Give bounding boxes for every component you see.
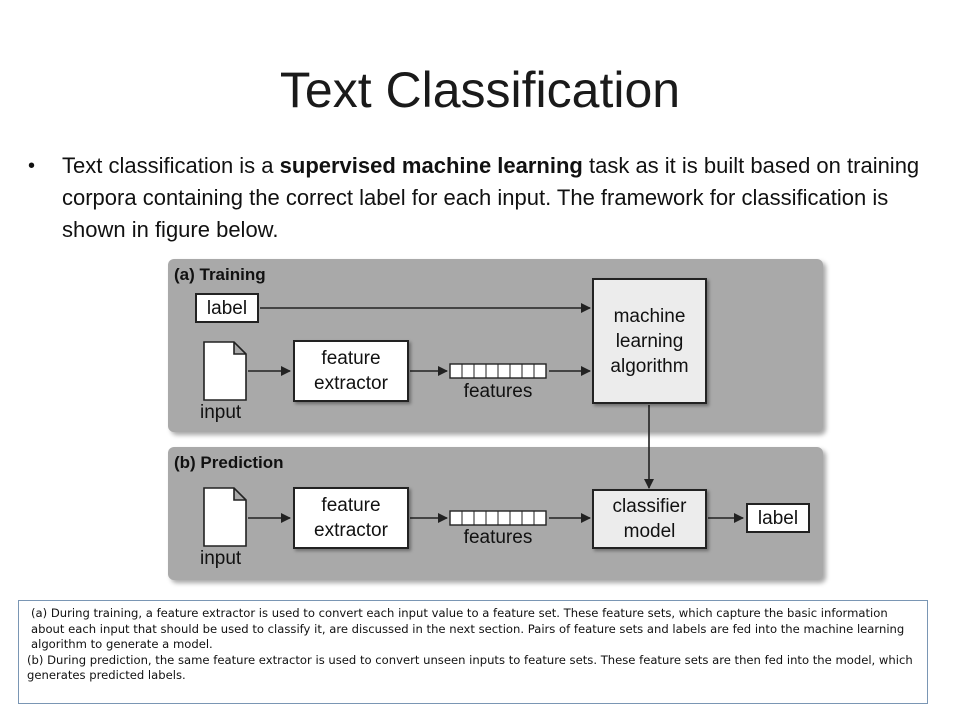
figure-caption: (a) During training, a feature extractor… [18,600,928,704]
caption-part-b: (b) During prediction, the same feature … [27,652,913,683]
bullet-text-bold: supervised machine learning [279,153,583,178]
algorithm-line2: learning [615,330,684,352]
pred-input-document-icon [203,487,247,547]
train-input-label: input [200,402,242,423]
train-feature-extractor-box: feature extractor [293,340,409,402]
pred-input-label: input [200,548,242,569]
classification-diagram: (a) Training (b) Prediction [160,255,830,590]
train-label-text: label [206,297,248,319]
pred-extractor-line2: extractor [314,520,388,541]
train-extractor-line1: feature [321,348,381,369]
training-panel: (a) Training [168,259,823,432]
prediction-panel-title: (b) Prediction [174,453,284,472]
training-panel-title: (a) Training [174,265,266,284]
machine-learning-algorithm-box: machine learning algorithm [592,278,707,404]
bullet-text-pre: Text classification is a [62,153,280,178]
bullet-text: Text classification is a supervised mach… [62,150,926,246]
bullet-text-post: task as it is built based on training co… [62,153,920,242]
train-label-box: label [195,293,259,323]
pred-feature-extractor-box: feature extractor [293,487,409,549]
model-line2: model [623,521,676,542]
algorithm-line3: algorithm [610,355,689,377]
diagram-connectors [203,303,744,547]
train-input-document-icon [203,341,247,401]
train-extractor-line2: extractor [314,373,388,394]
classifier-model-box: classifier model [592,489,707,549]
slide-title: Text Classification [279,62,681,118]
caption-part-a: (a) During training, a feature extractor… [31,606,905,652]
model-line1: classifier [612,496,687,517]
bullet-marker: • [28,155,36,177]
algorithm-line1: machine [613,305,686,327]
pred-feature-vector [449,510,547,526]
train-feature-vector [449,363,547,379]
predicted-label-box: label [746,503,810,533]
pred-extractor-line1: feature [321,495,381,516]
train-features-label: features [463,381,533,402]
pred-features-label: features [463,527,533,548]
predicted-label-text: label [757,507,799,529]
